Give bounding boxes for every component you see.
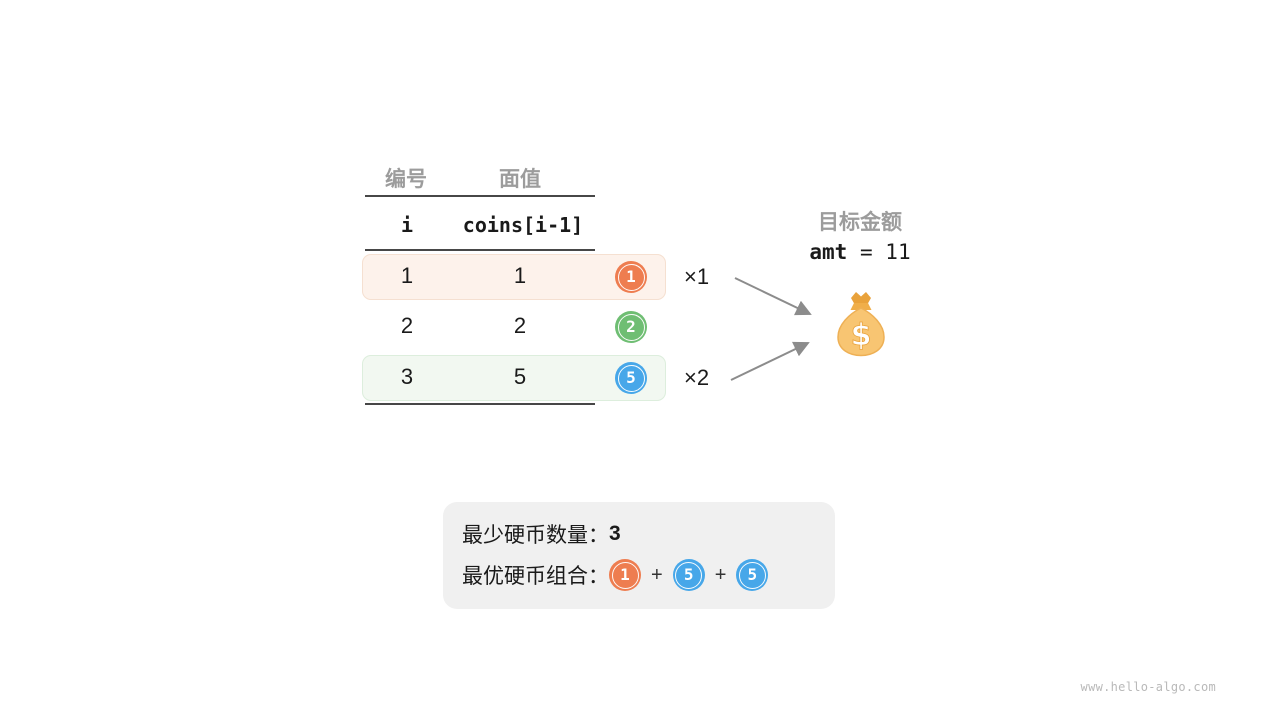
coin-icon: 5 — [672, 559, 705, 591]
target-value: 11 — [885, 240, 911, 264]
arrow-coin1-icon — [734, 277, 812, 316]
subheader-coins: coins[i-1] — [462, 213, 584, 237]
row-coin-value: 2 — [513, 313, 527, 338]
arrow-coin5-icon — [730, 341, 810, 381]
plus-sign: + — [714, 563, 727, 586]
min-coin-count-line: 最少硬币数量： 3 — [462, 519, 621, 549]
money-bag-icon: $ — [837, 292, 885, 357]
row-index: 3 — [400, 364, 414, 389]
coin-icon: 5 — [736, 559, 769, 591]
table-row: 3 5 5 — [362, 355, 666, 401]
table-row: 2 2 2 — [362, 304, 666, 350]
combo-label: 最优硬币组合： — [462, 565, 609, 588]
result-box: 最少硬币数量： 3 最优硬币组合： 1 + 5 + 5 — [443, 502, 835, 609]
coin-icon: 1 — [615, 261, 647, 293]
row-coin-value: 5 — [513, 364, 527, 389]
target-amount-label: 目标金额 — [818, 211, 902, 234]
coin-number: 5 — [683, 565, 694, 584]
row-index: 2 — [400, 313, 414, 338]
coin-number: 1 — [626, 267, 636, 286]
coin-number: 1 — [620, 565, 630, 584]
target-equals: = — [859, 240, 873, 264]
min-count-value: 3 — [609, 522, 621, 545]
multiplier-row3: ×2 — [684, 365, 710, 390]
multiplier-row1: ×1 — [684, 264, 710, 289]
row-coin-value: 1 — [513, 263, 527, 288]
coin-icon: 1 — [609, 559, 641, 591]
column-header-value: 面值 — [499, 168, 541, 191]
coin-number: 2 — [626, 317, 636, 336]
target-var: amt — [809, 240, 848, 264]
coin-icon: 2 — [615, 311, 647, 343]
coin-number: 5 — [747, 565, 758, 584]
dollar-sign: $ — [851, 318, 872, 353]
row-index: 1 — [400, 263, 414, 288]
table-rule-bottom — [365, 403, 595, 405]
subheader-i: i — [400, 213, 414, 237]
min-count-label: 最少硬币数量： — [462, 524, 609, 547]
plus-sign: + — [651, 563, 663, 586]
target-amount-expression: amt = 11 — [770, 240, 950, 264]
coin-number: 5 — [626, 368, 636, 387]
column-header-id: 编号 — [385, 168, 427, 191]
table-rule-middle — [365, 249, 595, 251]
watermark: www.hello-algo.com — [1080, 680, 1216, 694]
table-rule-top — [365, 195, 595, 197]
table-row: 1 1 1 — [362, 254, 666, 300]
optimal-combo-line: 最优硬币组合： 1 + 5 + 5 — [462, 559, 769, 591]
coin-icon: 5 — [615, 362, 647, 394]
arrows-to-target — [730, 277, 812, 381]
